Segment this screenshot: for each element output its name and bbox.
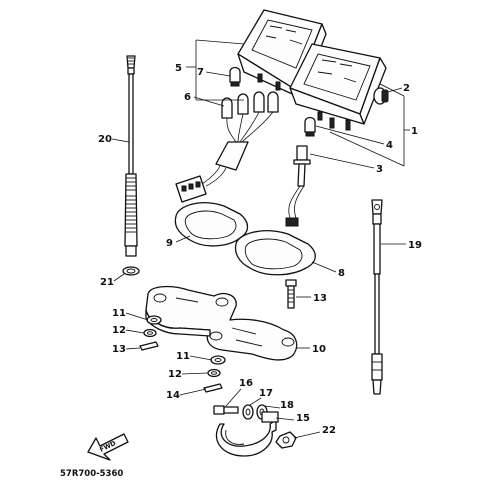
callout-1: 1	[411, 126, 418, 137]
callout-8: 8	[338, 268, 345, 279]
reset-knob	[373, 87, 389, 105]
callout-16: 20	[98, 134, 112, 145]
bolt	[285, 279, 297, 309]
callout-7: 7	[197, 67, 204, 78]
callout-3: 3	[376, 164, 383, 175]
callout-11-lower: 11	[176, 351, 190, 362]
callout-15: 19	[408, 240, 422, 251]
callout-12-lower: 12	[168, 369, 182, 380]
clamp-nut	[275, 431, 297, 449]
callout-5: 5	[175, 63, 182, 74]
callout-14: 13	[313, 293, 327, 304]
meter-damper-right	[234, 230, 316, 276]
callout-12-upper: 12	[112, 325, 126, 336]
wiring-harness	[175, 91, 279, 203]
callout-6: 6	[184, 92, 191, 103]
callout-19: 16	[239, 378, 253, 389]
bulb-socket	[285, 145, 311, 227]
callout-4: 4	[386, 140, 393, 151]
meter-bulb	[229, 66, 241, 87]
tachometer-meter	[289, 43, 387, 131]
indicator-bulb	[304, 116, 316, 137]
callout-17: 21	[100, 277, 114, 288]
meter-damper-left	[174, 202, 249, 247]
handlebar-clamp	[215, 411, 279, 457]
callout-13-lower: 14	[166, 390, 180, 401]
callout-2: 2	[403, 83, 410, 94]
meter-bracket	[145, 285, 298, 361]
callout-21: 18	[280, 400, 294, 411]
speedometer-cable	[124, 55, 138, 257]
callout-20: 17	[259, 388, 273, 399]
tachometer-cable	[371, 199, 383, 395]
callout-numbers: 5 7 6 2 1 4 3 20 21 9 8 13 19 10 11 12 1…	[98, 63, 422, 436]
callout-10: 10	[312, 344, 326, 355]
leader-lines	[111, 39, 410, 439]
collar	[242, 404, 254, 420]
lower-fastener-set	[203, 355, 226, 393]
callout-11-upper: 11	[112, 308, 126, 319]
part-code: 57R700-5360	[60, 469, 123, 479]
callout-22: 22	[322, 425, 336, 436]
clamp-bolt	[213, 405, 239, 415]
callout-9: 9	[166, 238, 173, 249]
forward-arrow-icon: FWD	[87, 433, 129, 461]
callout-18: 15	[296, 413, 310, 424]
grommet	[122, 266, 140, 276]
callout-13-upper: 13	[112, 344, 126, 355]
